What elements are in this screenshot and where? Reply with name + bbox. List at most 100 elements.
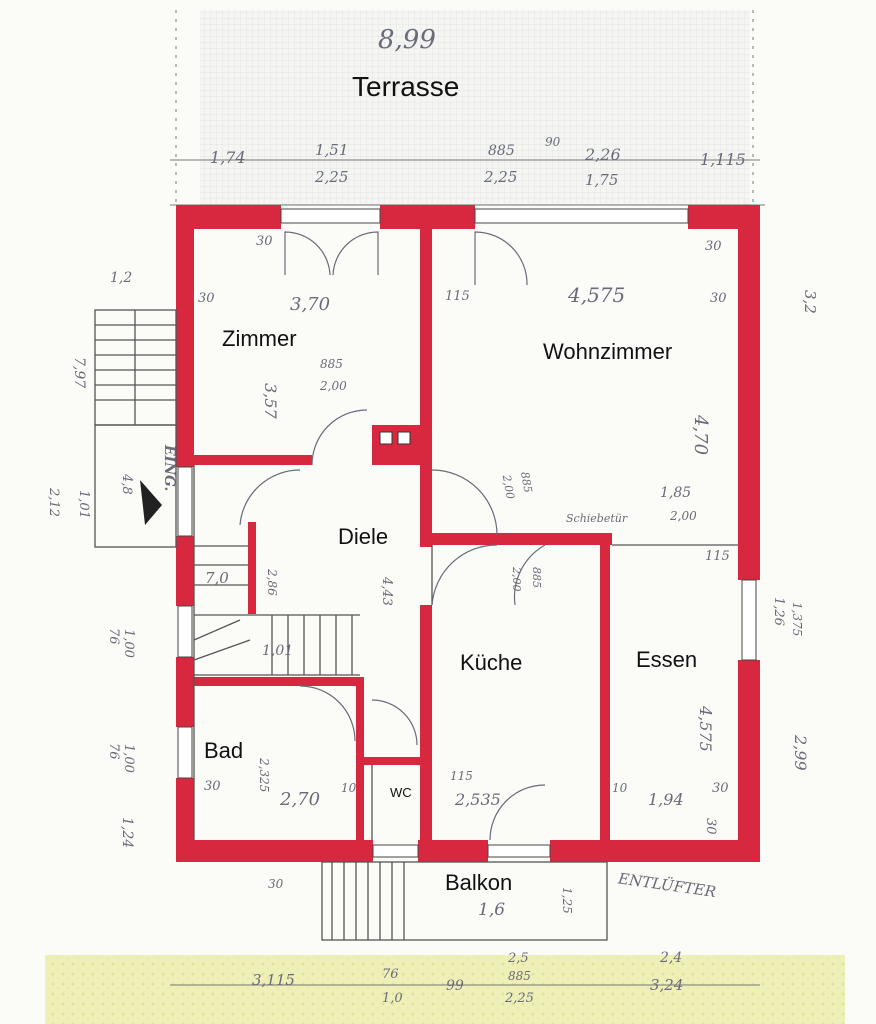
window-top-1 xyxy=(280,208,381,224)
dim-wohn-w: 4,575 xyxy=(567,283,625,307)
room-label-wc: WC xyxy=(390,785,412,800)
wall-bad-right xyxy=(356,686,364,840)
room-label-diele: Diele xyxy=(338,524,388,549)
window-left-1 xyxy=(177,466,193,537)
dim-wall-115-a: 115 xyxy=(445,289,470,304)
dim-wall-10-a: 10 xyxy=(341,781,357,795)
dim-balkon-h: 1,25 xyxy=(560,887,574,914)
dim-stair-c: 1,01 xyxy=(262,643,293,659)
window-bottom-1 xyxy=(372,844,419,858)
dim-left-12: 1,2 xyxy=(110,270,132,286)
dim-top-d2: 1,75 xyxy=(585,171,618,189)
dim-wall-30-d: 30 xyxy=(705,239,722,254)
dim-right-126: 1,26 xyxy=(771,597,786,626)
dim-bad-h: 2,325 xyxy=(257,757,271,792)
dim-top-c3: 90 xyxy=(545,135,561,149)
dim-top-a: 1,74 xyxy=(210,148,246,167)
dim-hall-d4: 2,00 xyxy=(510,566,523,592)
dim-stair-a: 7,0 xyxy=(205,569,229,587)
garden-strip xyxy=(45,955,845,1024)
wall-left-upper xyxy=(176,205,194,467)
window-left-2 xyxy=(177,605,193,658)
dim-wall-115-c: 115 xyxy=(450,769,473,783)
dim-hall-d2: 885 xyxy=(518,471,534,494)
dim-wall-30-c: 30 xyxy=(710,291,727,306)
dim-right-299: 2,99 xyxy=(791,734,810,771)
room-label-balkon: Balkon xyxy=(445,870,512,895)
dim-top-c: 885 xyxy=(488,143,515,159)
wall-hall-stub xyxy=(248,522,256,614)
wall-kueche-left xyxy=(420,605,432,845)
dim-top-b: 1,51 xyxy=(315,141,348,159)
dim-wall-30-e: 30 xyxy=(204,779,221,794)
dim-wall-30-g: 30 xyxy=(703,818,718,835)
dim-zimmer-w: 3,70 xyxy=(290,294,330,315)
wall-bottom-mid xyxy=(418,840,488,862)
room-label-zimmer: Zimmer xyxy=(222,326,297,351)
wall-kueche-essen xyxy=(600,545,610,845)
wall-bad-top xyxy=(194,677,364,686)
dim-bot-b2: 1,0 xyxy=(382,991,403,1006)
dim-wall-30-b: 30 xyxy=(256,234,273,249)
wall-right-lower xyxy=(738,660,760,862)
dim-zimmer-door2: 2,00 xyxy=(319,379,347,393)
wall-left-mid2 xyxy=(176,657,194,727)
dim-essen-w: 1,94 xyxy=(648,790,684,809)
dim-left-76a: 76 xyxy=(106,628,121,645)
dim-bot-b: 76 xyxy=(382,967,399,982)
wall-zimmer-bottom-right xyxy=(372,455,420,465)
dim-bot-a: 3,115 xyxy=(252,971,295,989)
dim-left-124: 1,24 xyxy=(119,817,135,848)
dim-kueche-w: 2,535 xyxy=(454,790,501,809)
room-label-terrace: Terrasse xyxy=(352,71,459,102)
entrance-stairs xyxy=(94,309,177,548)
dim-wohn-door: 1,85 xyxy=(660,485,691,501)
window-bottom-2 xyxy=(487,844,551,858)
dim-bad-w: 2,70 xyxy=(279,789,320,810)
wall-chimney xyxy=(372,425,420,455)
dim-bot-d2: 885 xyxy=(508,969,531,983)
room-label-wohnzimmer: Wohnzimmer xyxy=(543,339,672,364)
wall-bottom-left xyxy=(176,840,373,862)
dim-bot-d3: 2,25 xyxy=(504,991,534,1006)
dim-wohn-door2: 2,00 xyxy=(669,509,697,523)
dim-zimmer-h: 3,57 xyxy=(261,383,280,419)
dim-left-797: 7,97 xyxy=(71,357,87,388)
balcony-stairs xyxy=(321,861,608,941)
dim-left-101: 1,01 xyxy=(76,490,91,519)
note-ventilator: ENTLÜFTER xyxy=(616,869,717,901)
dim-top-c2: 2,25 xyxy=(483,168,517,186)
dim-top-d: 2,26 xyxy=(584,145,621,164)
dim-diele-h: 4,43 xyxy=(379,576,394,606)
dim-wohn-h: 4,70 xyxy=(690,414,711,455)
dim-essen-h: 4,575 xyxy=(696,705,715,752)
dim-top-e: 1,115 xyxy=(700,150,746,169)
wall-wc-top xyxy=(364,757,420,765)
window-top-2 xyxy=(474,208,689,224)
wall-zimmer-bottom-left xyxy=(194,455,312,465)
note-entrance: EING. xyxy=(161,444,177,491)
wall-bottom-right xyxy=(550,840,760,862)
staircase xyxy=(193,545,360,676)
dim-wall-30-h: 30 xyxy=(268,877,284,891)
note-sliding-door: Schiebetür xyxy=(566,512,628,525)
dim-top-b2: 2,25 xyxy=(314,168,348,186)
dim-bot-e: 2,4 xyxy=(659,950,682,966)
dim-left-76b: 76 xyxy=(106,743,121,760)
wall-top-mid xyxy=(380,205,475,229)
wall-wohn-bottom xyxy=(432,533,612,545)
dim-left-100a: 1,00 xyxy=(121,629,136,658)
dim-balkon: 1,6 xyxy=(478,900,505,920)
wall-zimmer-wohn xyxy=(420,229,432,547)
room-label-essen: Essen xyxy=(636,647,697,672)
dim-wall-30-f: 30 xyxy=(712,781,729,796)
dim-wall-115-b: 115 xyxy=(705,549,730,564)
dim-wall-30-a: 30 xyxy=(198,291,215,306)
window-right xyxy=(741,579,757,661)
room-label-bad: Bad xyxy=(204,738,243,763)
wall-left-mid xyxy=(176,536,194,606)
dim-left-100b: 1,00 xyxy=(121,744,136,773)
terrace-area xyxy=(200,10,750,205)
dim-bot-e2: 3,24 xyxy=(650,976,683,994)
